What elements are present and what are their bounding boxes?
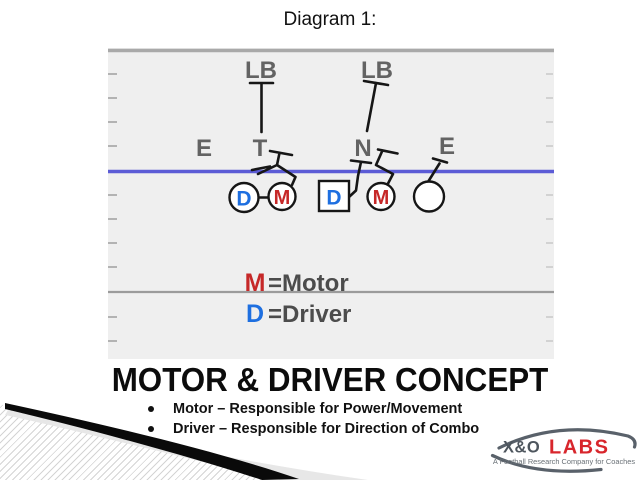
driver-circle-1 — [228, 181, 260, 214]
left-hash-marks — [108, 73, 117, 342]
bullet-driver: Driver – Responsible for Direction of Co… — [140, 419, 479, 439]
end-right-label: E — [439, 133, 455, 160]
legend-driver-symbol: D — [246, 300, 264, 328]
lb-right-stack-line — [362, 79, 390, 133]
logo-swoosh-top-icon — [497, 428, 637, 450]
lb-left-label: LB — [245, 57, 277, 84]
lb-left-stack-line — [248, 81, 275, 134]
uncovered-lineman-circle — [412, 180, 446, 213]
concept-title: MOTOR & DRIVER CONCEPT — [111, 361, 549, 398]
xo-labs-logo: X&O LABS A Football Research Company for… — [490, 428, 637, 473]
lb-right-label: LB — [361, 57, 393, 84]
logo-name-gray: X&O — [503, 439, 540, 457]
driver-square-letter: D — [326, 187, 341, 210]
tackle-label: T — [253, 135, 268, 162]
driver-square-block-line — [348, 159, 373, 198]
legend-motor-label: =Motor — [268, 270, 349, 297]
logo-name-red: LABS — [549, 437, 609, 459]
motor-circle-2-letter: M — [373, 187, 390, 209]
bullet-motor-text: Motor – Responsible for Power/Movement — [173, 401, 463, 417]
logo-swoosh-bottom-icon — [490, 453, 603, 473]
bullet-motor: Motor – Responsible for Power/Movement — [140, 399, 479, 419]
black-swoosh-decoration — [5, 403, 368, 480]
bullet-dot-icon — [148, 426, 154, 432]
right-hash-marks — [546, 73, 553, 342]
legend-driver-label: =Driver — [268, 301, 351, 328]
driver-circle-1-letter: D — [236, 188, 251, 211]
tackle-combo-block-lines — [250, 149, 297, 187]
motor-circle-1 — [267, 181, 297, 212]
black-wedge-shape — [5, 403, 299, 480]
end-left-label: E — [196, 135, 212, 162]
motor-circle-1-letter: M — [274, 187, 291, 209]
play-diagram: LB LB E T N E D M D M M =Motor D =Driver — [108, 48, 554, 359]
bullet-dot-icon — [148, 406, 154, 412]
concept-bullets: Motor – Responsible for Power/Movement D… — [140, 399, 479, 439]
motor-circle-2 — [366, 181, 396, 212]
slide-title: Diagram 1: — [283, 9, 377, 30]
end-block-line — [425, 157, 449, 185]
bullet-driver-text: Driver – Responsible for Direction of Co… — [173, 421, 480, 437]
driver-square — [317, 179, 351, 213]
legend-motor-symbol: M — [245, 269, 266, 297]
logo-tagline: A Football Research Company for Coaches — [493, 457, 635, 466]
nose-combo-block-lines — [374, 148, 399, 186]
nose-label: N — [354, 135, 371, 162]
